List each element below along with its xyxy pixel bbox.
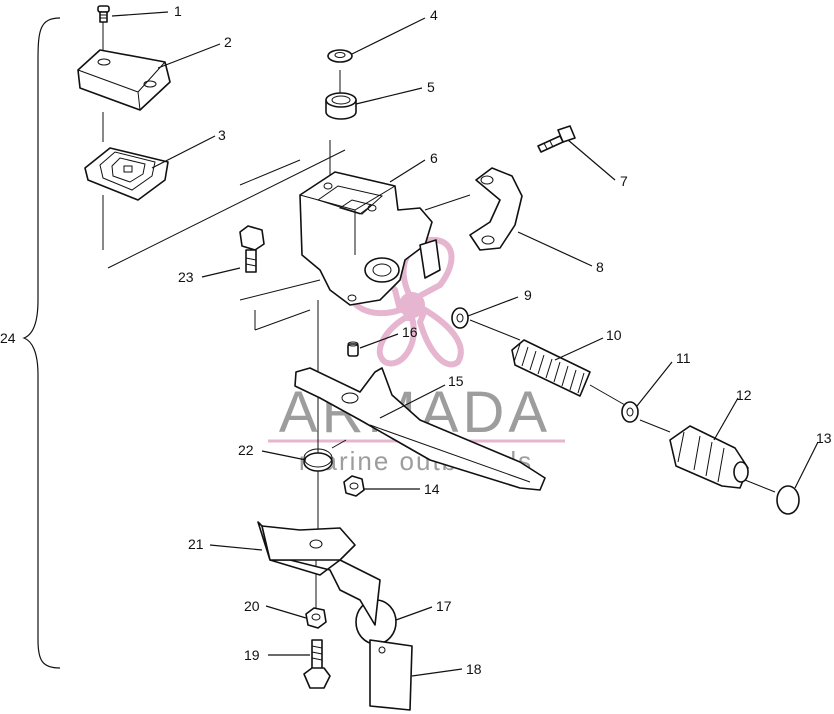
part-2-cover bbox=[77, 49, 171, 111]
part-19-bolt bbox=[303, 639, 331, 689]
assembly-bracket bbox=[22, 17, 61, 669]
part-9-washer bbox=[451, 307, 469, 329]
part-13-o-ring bbox=[776, 485, 800, 515]
part-15-lever bbox=[294, 367, 546, 491]
label-6: 6 bbox=[430, 150, 438, 166]
part-14-nut bbox=[343, 475, 365, 497]
part-22-spring bbox=[303, 439, 347, 472]
part-5-cap bbox=[325, 92, 357, 120]
label-17: 17 bbox=[436, 598, 452, 614]
part-20-nut bbox=[305, 607, 327, 629]
label-16: 16 bbox=[402, 324, 418, 340]
label-14: 14 bbox=[424, 481, 440, 497]
part-23-bolt bbox=[239, 225, 265, 273]
label-15: 15 bbox=[448, 373, 464, 389]
propeller-logo-icon bbox=[346, 236, 464, 368]
label-21: 21 bbox=[188, 536, 204, 552]
part-4-washer bbox=[327, 49, 353, 63]
label-24: 24 bbox=[0, 330, 16, 346]
part-6-master-cylinder bbox=[299, 171, 441, 306]
label-11: 11 bbox=[676, 350, 691, 366]
part-7-bolt bbox=[537, 125, 576, 153]
label-5: 5 bbox=[427, 79, 435, 95]
part-18-tag bbox=[369, 639, 413, 711]
label-8: 8 bbox=[596, 259, 604, 275]
label-23: 23 bbox=[178, 269, 194, 285]
part-21-bracket bbox=[257, 521, 381, 626]
label-13: 13 bbox=[816, 430, 832, 446]
part-11-washer bbox=[621, 401, 639, 423]
label-12: 12 bbox=[736, 387, 752, 403]
part-16-pin bbox=[347, 341, 359, 357]
callout-labels: 1 2 3 4 5 6 7 8 9 10 11 12 13 14 15 16 1… bbox=[0, 3, 832, 677]
label-3: 3 bbox=[218, 127, 226, 143]
part-1-screw bbox=[97, 5, 110, 23]
label-2: 2 bbox=[224, 34, 232, 50]
label-1: 1 bbox=[174, 3, 182, 19]
label-22: 22 bbox=[238, 442, 254, 458]
label-10: 10 bbox=[606, 327, 622, 343]
label-19: 19 bbox=[244, 647, 260, 663]
part-12-piston bbox=[669, 425, 749, 489]
part-8-clamp bbox=[469, 167, 523, 251]
label-7: 7 bbox=[620, 173, 628, 189]
leader-lines bbox=[111, 11, 819, 677]
label-20: 20 bbox=[244, 598, 260, 614]
label-18: 18 bbox=[466, 661, 482, 677]
label-9: 9 bbox=[524, 287, 532, 303]
part-3-diaphragm bbox=[84, 147, 169, 201]
part-10-spring bbox=[511, 339, 591, 397]
label-4: 4 bbox=[430, 7, 438, 23]
